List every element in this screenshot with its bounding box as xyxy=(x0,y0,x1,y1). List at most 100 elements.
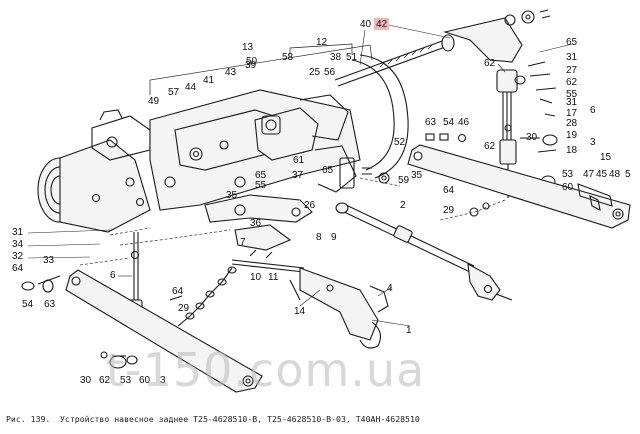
figure-caption-prefix: Рис. 139. xyxy=(6,414,50,424)
callout-c48: 48 xyxy=(609,169,621,180)
callout-c49: 49 xyxy=(148,96,160,107)
callout-c42: 42 xyxy=(376,19,388,30)
lift-rod-right xyxy=(496,69,518,198)
callout-c6b: 6 xyxy=(110,270,116,281)
callout-c52: 52 xyxy=(394,137,406,148)
callout-c27: 27 xyxy=(566,65,578,76)
callout-c53a: 53 xyxy=(562,169,574,180)
callout-c64b: 64 xyxy=(12,263,24,274)
callout-c29b: 29 xyxy=(178,303,190,314)
check-chain-left xyxy=(177,266,237,327)
callout-c47: 47 xyxy=(583,169,595,180)
callout-c51: 51 xyxy=(346,52,358,63)
callout-c17: 17 xyxy=(566,108,578,119)
callout-highlight-c42 xyxy=(374,18,389,30)
upper-link-bracket xyxy=(442,9,551,63)
callout-c37: 37 xyxy=(292,170,304,181)
callout-c35b: 35 xyxy=(226,190,238,201)
callout-c59: 59 xyxy=(398,175,410,186)
callout-c33: 33 xyxy=(43,255,55,266)
callout-c56: 56 xyxy=(324,67,336,78)
check-chain-right xyxy=(79,177,506,266)
callout-c38: 38 xyxy=(330,52,342,63)
callout-c40: 40 xyxy=(360,19,372,30)
watermark: t-150.com.ua xyxy=(106,343,425,397)
callout-c62a: 62 xyxy=(484,58,496,69)
figure-caption: Устройство навесное заднее Т25-4628510-В… xyxy=(60,414,420,424)
rear-cover-plate-inner xyxy=(351,59,395,171)
callout-c54b: 54 xyxy=(22,299,34,310)
callout-c18: 18 xyxy=(566,145,578,156)
fasteners-center xyxy=(362,133,490,217)
callout-c63a: 63 xyxy=(425,117,437,128)
callout-c13: 13 xyxy=(242,42,254,53)
callout-c60a: 60 xyxy=(562,182,574,193)
callout-c50: 50 xyxy=(246,56,258,67)
callout-c7: 7 xyxy=(240,237,246,248)
callout-c64c: 64 xyxy=(172,286,184,297)
callout-c65c: 65 xyxy=(322,165,334,176)
callout-c12: 12 xyxy=(316,37,328,48)
callout-c1: 1 xyxy=(406,325,412,336)
callout-c36: 36 xyxy=(250,218,262,229)
callout-c60b: 60 xyxy=(139,375,151,386)
callout-c54a: 54 xyxy=(443,117,455,128)
rear-axle-housing xyxy=(37,109,151,233)
callout-c11: 11 xyxy=(268,272,279,283)
callout-c28: 28 xyxy=(566,118,578,129)
group-bracket xyxy=(149,44,373,95)
callout-c64a: 64 xyxy=(443,185,455,196)
lift-arms-center xyxy=(204,194,313,273)
callout-c6a: 6 xyxy=(590,105,596,116)
callout-c41: 41 xyxy=(203,75,215,86)
group-bracket-12 xyxy=(289,43,353,55)
callout-c58: 58 xyxy=(282,52,294,63)
callout-c62c: 62 xyxy=(484,141,496,152)
stabilizer-bracket xyxy=(577,183,613,207)
callout-c26: 26 xyxy=(304,200,316,211)
callout-c34: 34 xyxy=(12,239,24,250)
hitch-bracket xyxy=(289,267,389,349)
callout-c65a: 65 xyxy=(566,37,578,48)
callout-c9: 9 xyxy=(331,232,337,243)
callout-c65b: 65 xyxy=(255,170,267,181)
callout-c31a: 31 xyxy=(566,52,578,63)
callout-c62d: 62 xyxy=(99,375,111,386)
fasteners-left xyxy=(21,275,183,369)
callout-c39: 39 xyxy=(245,60,257,71)
callout-c46: 46 xyxy=(458,117,470,128)
callout-c32: 32 xyxy=(12,251,24,262)
callout-c45: 45 xyxy=(596,169,608,180)
callout-c4: 4 xyxy=(387,283,393,294)
callout-c15: 15 xyxy=(600,152,612,163)
lower-link-right xyxy=(407,144,631,229)
callout-c3a: 3 xyxy=(590,137,596,148)
callout-c2: 2 xyxy=(400,200,406,211)
top-adjusting-screw xyxy=(334,34,455,87)
callout-c62b: 62 xyxy=(566,77,578,88)
callout-c8: 8 xyxy=(316,232,322,243)
callout-c31c: 31 xyxy=(12,227,24,238)
callout-c31b: 31 xyxy=(566,97,578,108)
callout-c57: 57 xyxy=(168,87,180,98)
callout-c44: 44 xyxy=(185,82,197,93)
callout-c19: 19 xyxy=(566,130,578,141)
callout-c63b: 63 xyxy=(44,299,56,310)
callout-c53b: 53 xyxy=(120,375,132,386)
callout-c30b: 30 xyxy=(80,375,92,386)
lift-housing xyxy=(149,89,361,211)
callout-c10: 10 xyxy=(250,272,262,283)
callout-c55: 55 xyxy=(566,89,578,100)
callout-c14: 14 xyxy=(294,306,306,317)
top-link-assembly xyxy=(335,202,513,301)
callout-c29a: 29 xyxy=(443,205,455,216)
callout-c61: 61 xyxy=(293,155,305,166)
callout-c35a: 35 xyxy=(411,170,423,181)
leader-lines xyxy=(27,23,573,327)
callout-c43: 43 xyxy=(225,67,237,78)
callout-c55b: 55 xyxy=(255,180,267,191)
callout-c5: 5 xyxy=(625,169,631,180)
